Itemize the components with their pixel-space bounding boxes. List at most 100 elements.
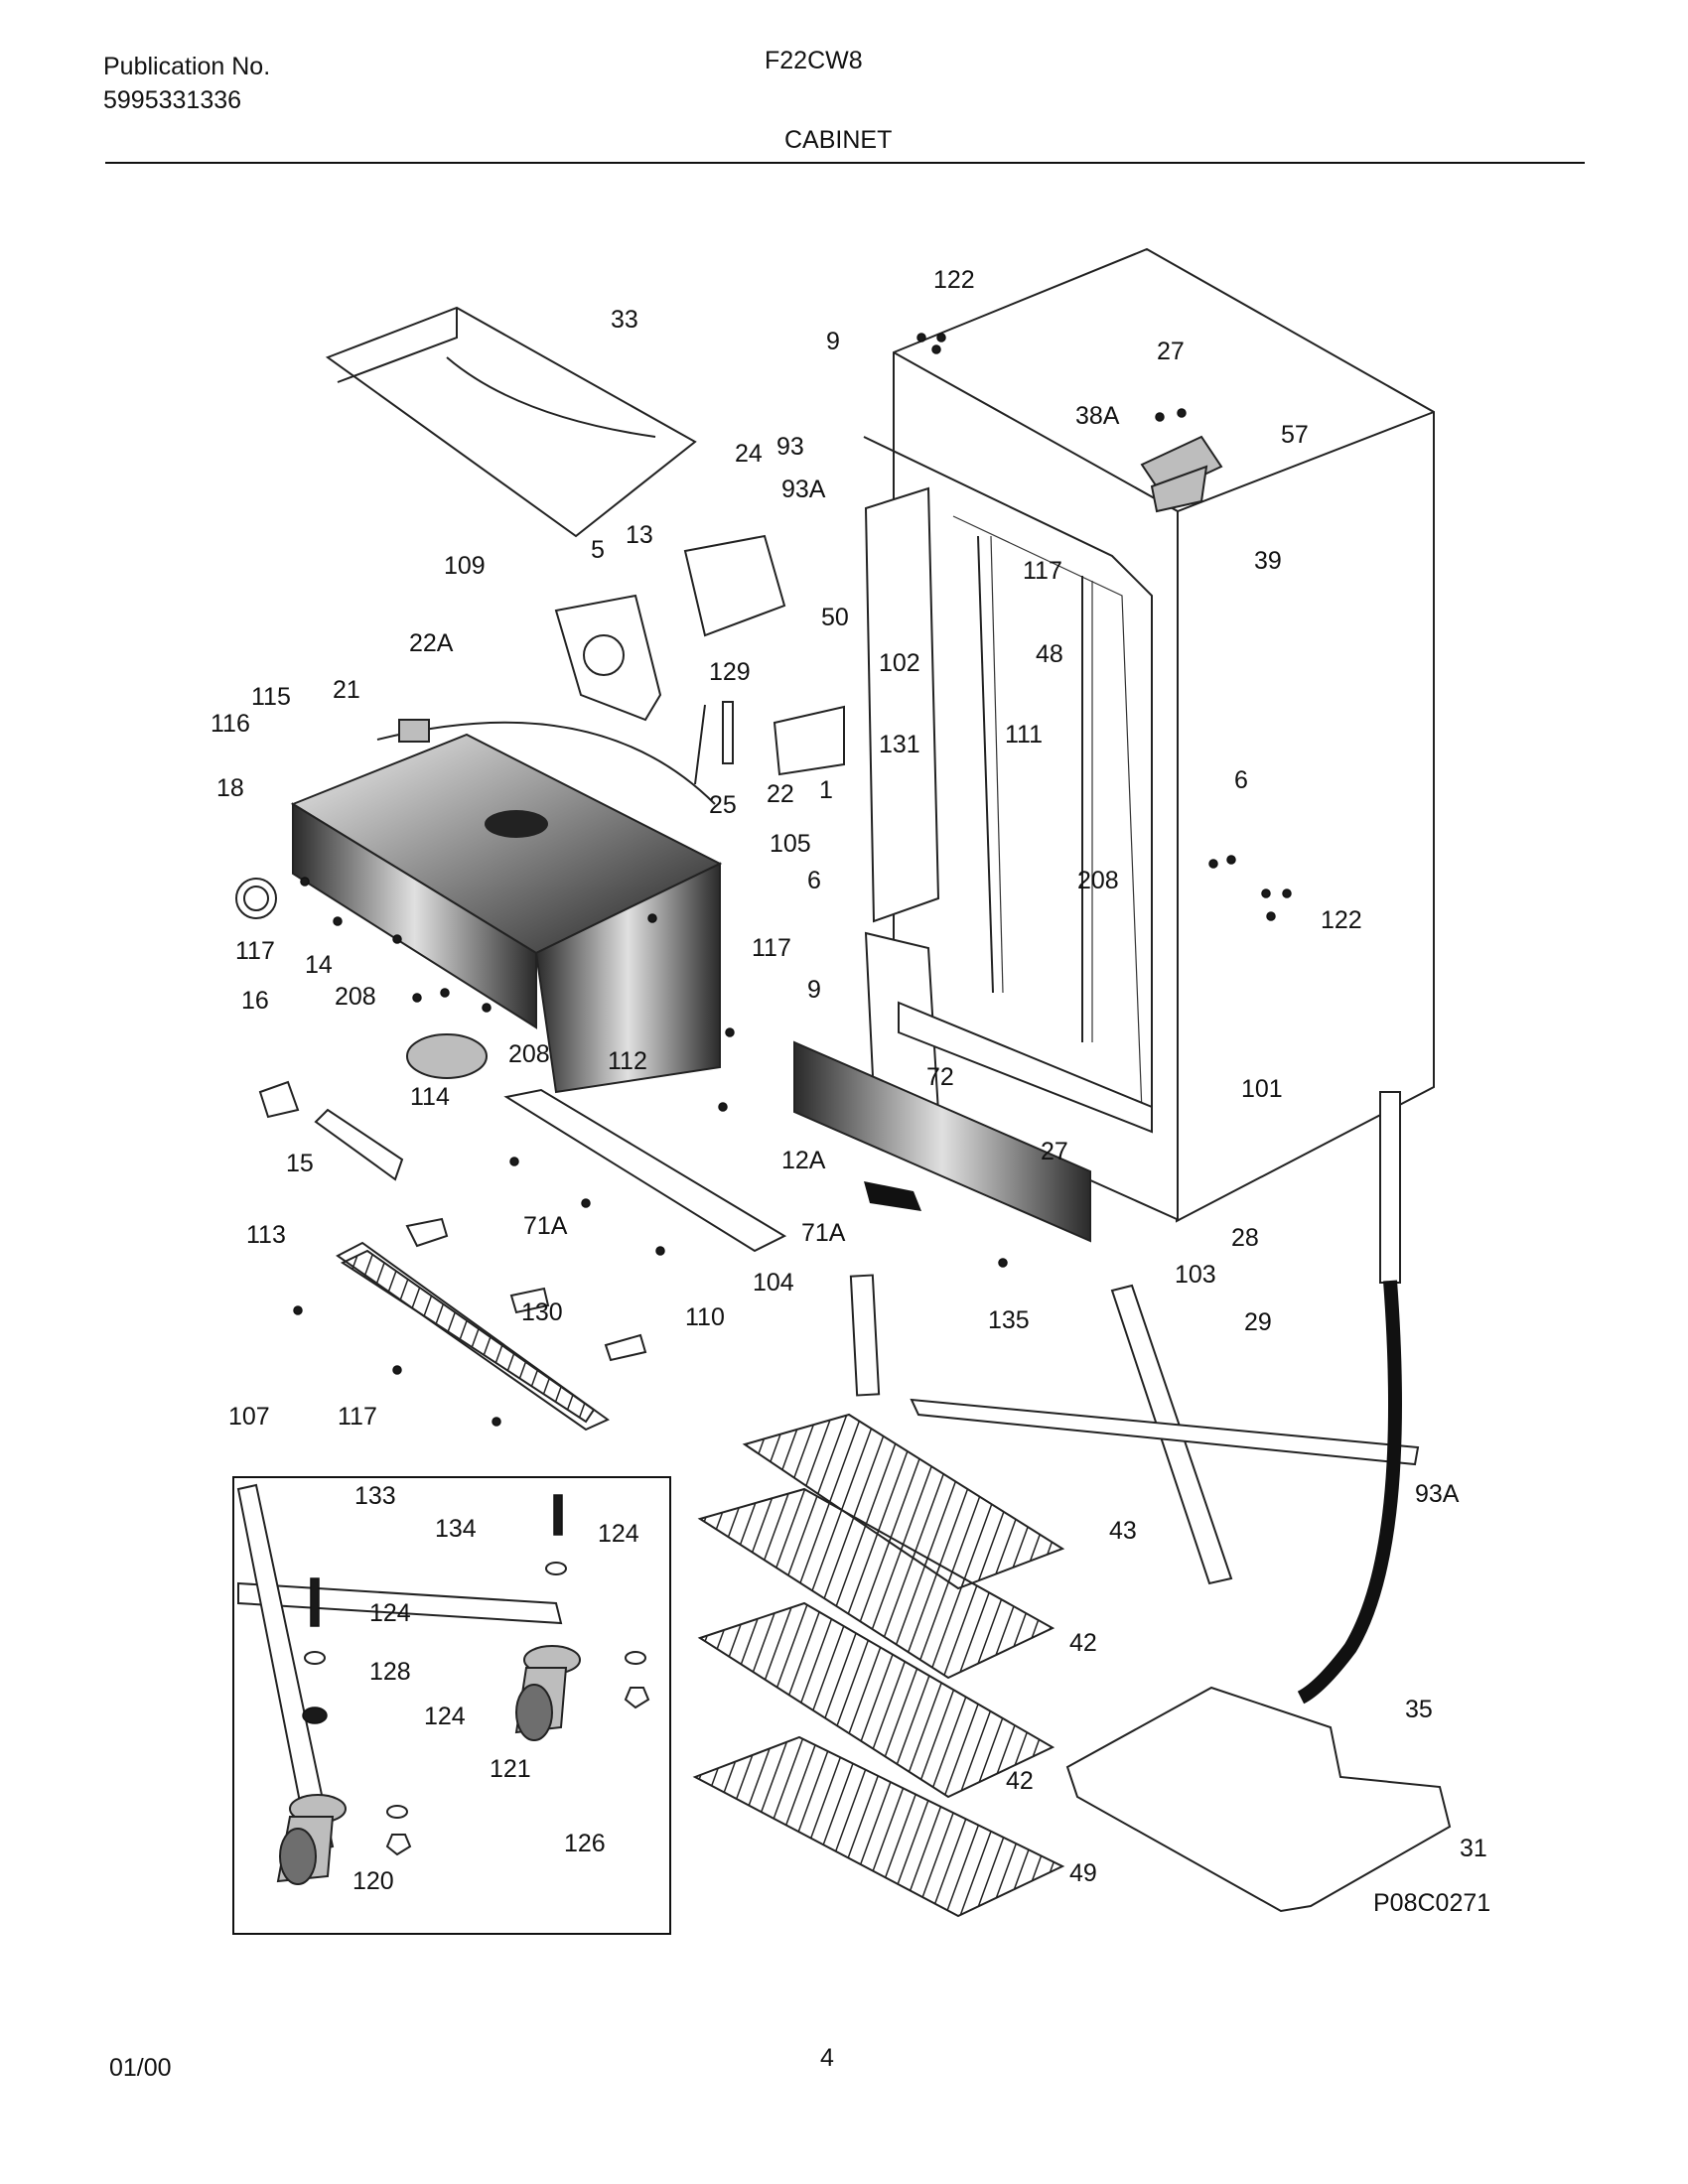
callout-label: 39 — [1254, 547, 1282, 575]
callout-label: 1 — [819, 776, 833, 804]
callout-label: 107 — [228, 1403, 270, 1431]
caster-wheel-right — [514, 1645, 581, 1741]
callout-label: 112 — [608, 1047, 647, 1075]
callout-label: 42 — [1069, 1629, 1097, 1657]
callout-label: 105 — [770, 830, 811, 858]
publication-number: 5995331336 — [103, 86, 242, 114]
callout-label: 111 — [1005, 721, 1043, 749]
callout-label: 117 — [235, 937, 275, 965]
callout-label: 122 — [1321, 906, 1362, 934]
footer-date: 01/00 — [109, 2054, 172, 2082]
callout-label: 103 — [1175, 1261, 1216, 1289]
callout-label: 35 — [1405, 1696, 1433, 1723]
callout-label: 130 — [521, 1298, 563, 1326]
callout-label: 71A — [523, 1212, 568, 1240]
callout-label: 109 — [444, 552, 486, 580]
fasteners — [293, 333, 1292, 1427]
callout-label: 6 — [1234, 766, 1248, 794]
section-title: CABINET — [784, 126, 893, 154]
callout-label: 104 — [753, 1269, 794, 1297]
callout-label: 121 — [490, 1755, 531, 1783]
wire-shelf-3 — [697, 1601, 1055, 1799]
callout-label: 14 — [305, 951, 333, 979]
thermostat-control — [235, 719, 430, 919]
callout-label: 13 — [626, 521, 653, 549]
callout-label: 135 — [988, 1306, 1030, 1334]
callout-label: 24 — [735, 440, 763, 468]
callout-label: 115 — [251, 683, 291, 711]
light-assembly — [258, 1033, 488, 1181]
part-callouts: 122 33 9 27 38A 57 24 93 93A 5 13 109 11… — [211, 266, 1490, 1917]
callout-label: 27 — [1157, 338, 1185, 365]
callout-label: 208 — [508, 1040, 550, 1068]
callout-label: 29 — [1244, 1308, 1272, 1336]
callout-label: 128 — [369, 1658, 411, 1686]
floor-brace-bars — [910, 1284, 1420, 1585]
callout-label: 113 — [246, 1221, 286, 1249]
header-rule — [105, 162, 1585, 164]
caster-inset — [232, 1476, 671, 1935]
callout-label: 124 — [424, 1703, 466, 1730]
callout-label: 131 — [879, 731, 920, 758]
callout-label: 102 — [879, 649, 920, 677]
cabinet-body — [863, 247, 1435, 1223]
callout-label: 93A — [781, 476, 826, 503]
callout-label: 6 — [807, 867, 821, 894]
callout-label: 133 — [354, 1482, 396, 1510]
callout-label: 101 — [1241, 1075, 1283, 1103]
callout-label: 117 — [752, 934, 791, 962]
model-number: F22CW8 — [765, 47, 863, 74]
publication-label: Publication No. — [103, 53, 271, 80]
callout-label: 33 — [611, 306, 638, 334]
top-hinge — [1140, 408, 1223, 513]
wire-shelf-4 — [692, 1735, 1065, 1918]
caster-wheel-left — [276, 1794, 347, 1885]
evaporator-fan-assembly — [554, 534, 845, 785]
callout-label: 27 — [1041, 1138, 1068, 1165]
callout-label: 117 — [1023, 557, 1062, 585]
callout-label: 208 — [335, 983, 376, 1011]
drain-tube — [1297, 1091, 1402, 1705]
callout-label: 16 — [241, 987, 269, 1015]
callout-label: 48 — [1036, 640, 1063, 668]
callout-label: 28 — [1231, 1224, 1259, 1252]
callout-label: 134 — [435, 1515, 477, 1543]
callout-label: 116 — [211, 710, 250, 738]
callout-label: 124 — [598, 1520, 639, 1548]
diagram-code: P08C0271 — [1373, 1889, 1490, 1917]
callout-label: 208 — [1077, 867, 1119, 894]
callout-label: 42 — [1006, 1767, 1034, 1795]
callout-label: 9 — [826, 328, 840, 355]
callout-label: 129 — [709, 658, 751, 686]
top-cover-panel — [325, 306, 697, 538]
callout-label: 43 — [1109, 1517, 1137, 1545]
evaporator-cover — [290, 721, 723, 1094]
callout-label: 93 — [776, 433, 804, 461]
callout-label: 124 — [369, 1599, 411, 1627]
callout-label: 117 — [338, 1403, 377, 1431]
callout-label: 57 — [1281, 421, 1309, 449]
wire-shelf-2 — [697, 1487, 1055, 1680]
callout-label: 93A — [1415, 1480, 1460, 1508]
callout-label: 5 — [591, 536, 605, 564]
footer-page-number: 4 — [820, 2044, 834, 2072]
callout-label: 12A — [781, 1147, 826, 1174]
callout-label: 38A — [1075, 402, 1120, 430]
wire-shelves — [692, 1413, 1065, 1918]
callout-label: 18 — [216, 774, 244, 802]
callout-label: 9 — [807, 976, 821, 1004]
drain-pan — [1065, 1686, 1452, 1913]
callout-label: 15 — [286, 1150, 314, 1177]
callout-label: 126 — [564, 1830, 606, 1857]
callout-label: 25 — [709, 791, 737, 819]
callout-label: 50 — [821, 604, 849, 631]
callout-label: 49 — [1069, 1859, 1097, 1887]
callout-label: 114 — [410, 1083, 450, 1111]
callout-label: 31 — [1460, 1835, 1487, 1862]
callout-label: 72 — [926, 1063, 954, 1091]
callout-label: 122 — [933, 266, 975, 294]
toe-grille — [336, 1040, 1091, 1432]
callout-label: 22A — [409, 629, 454, 657]
callout-label: 21 — [333, 676, 360, 704]
